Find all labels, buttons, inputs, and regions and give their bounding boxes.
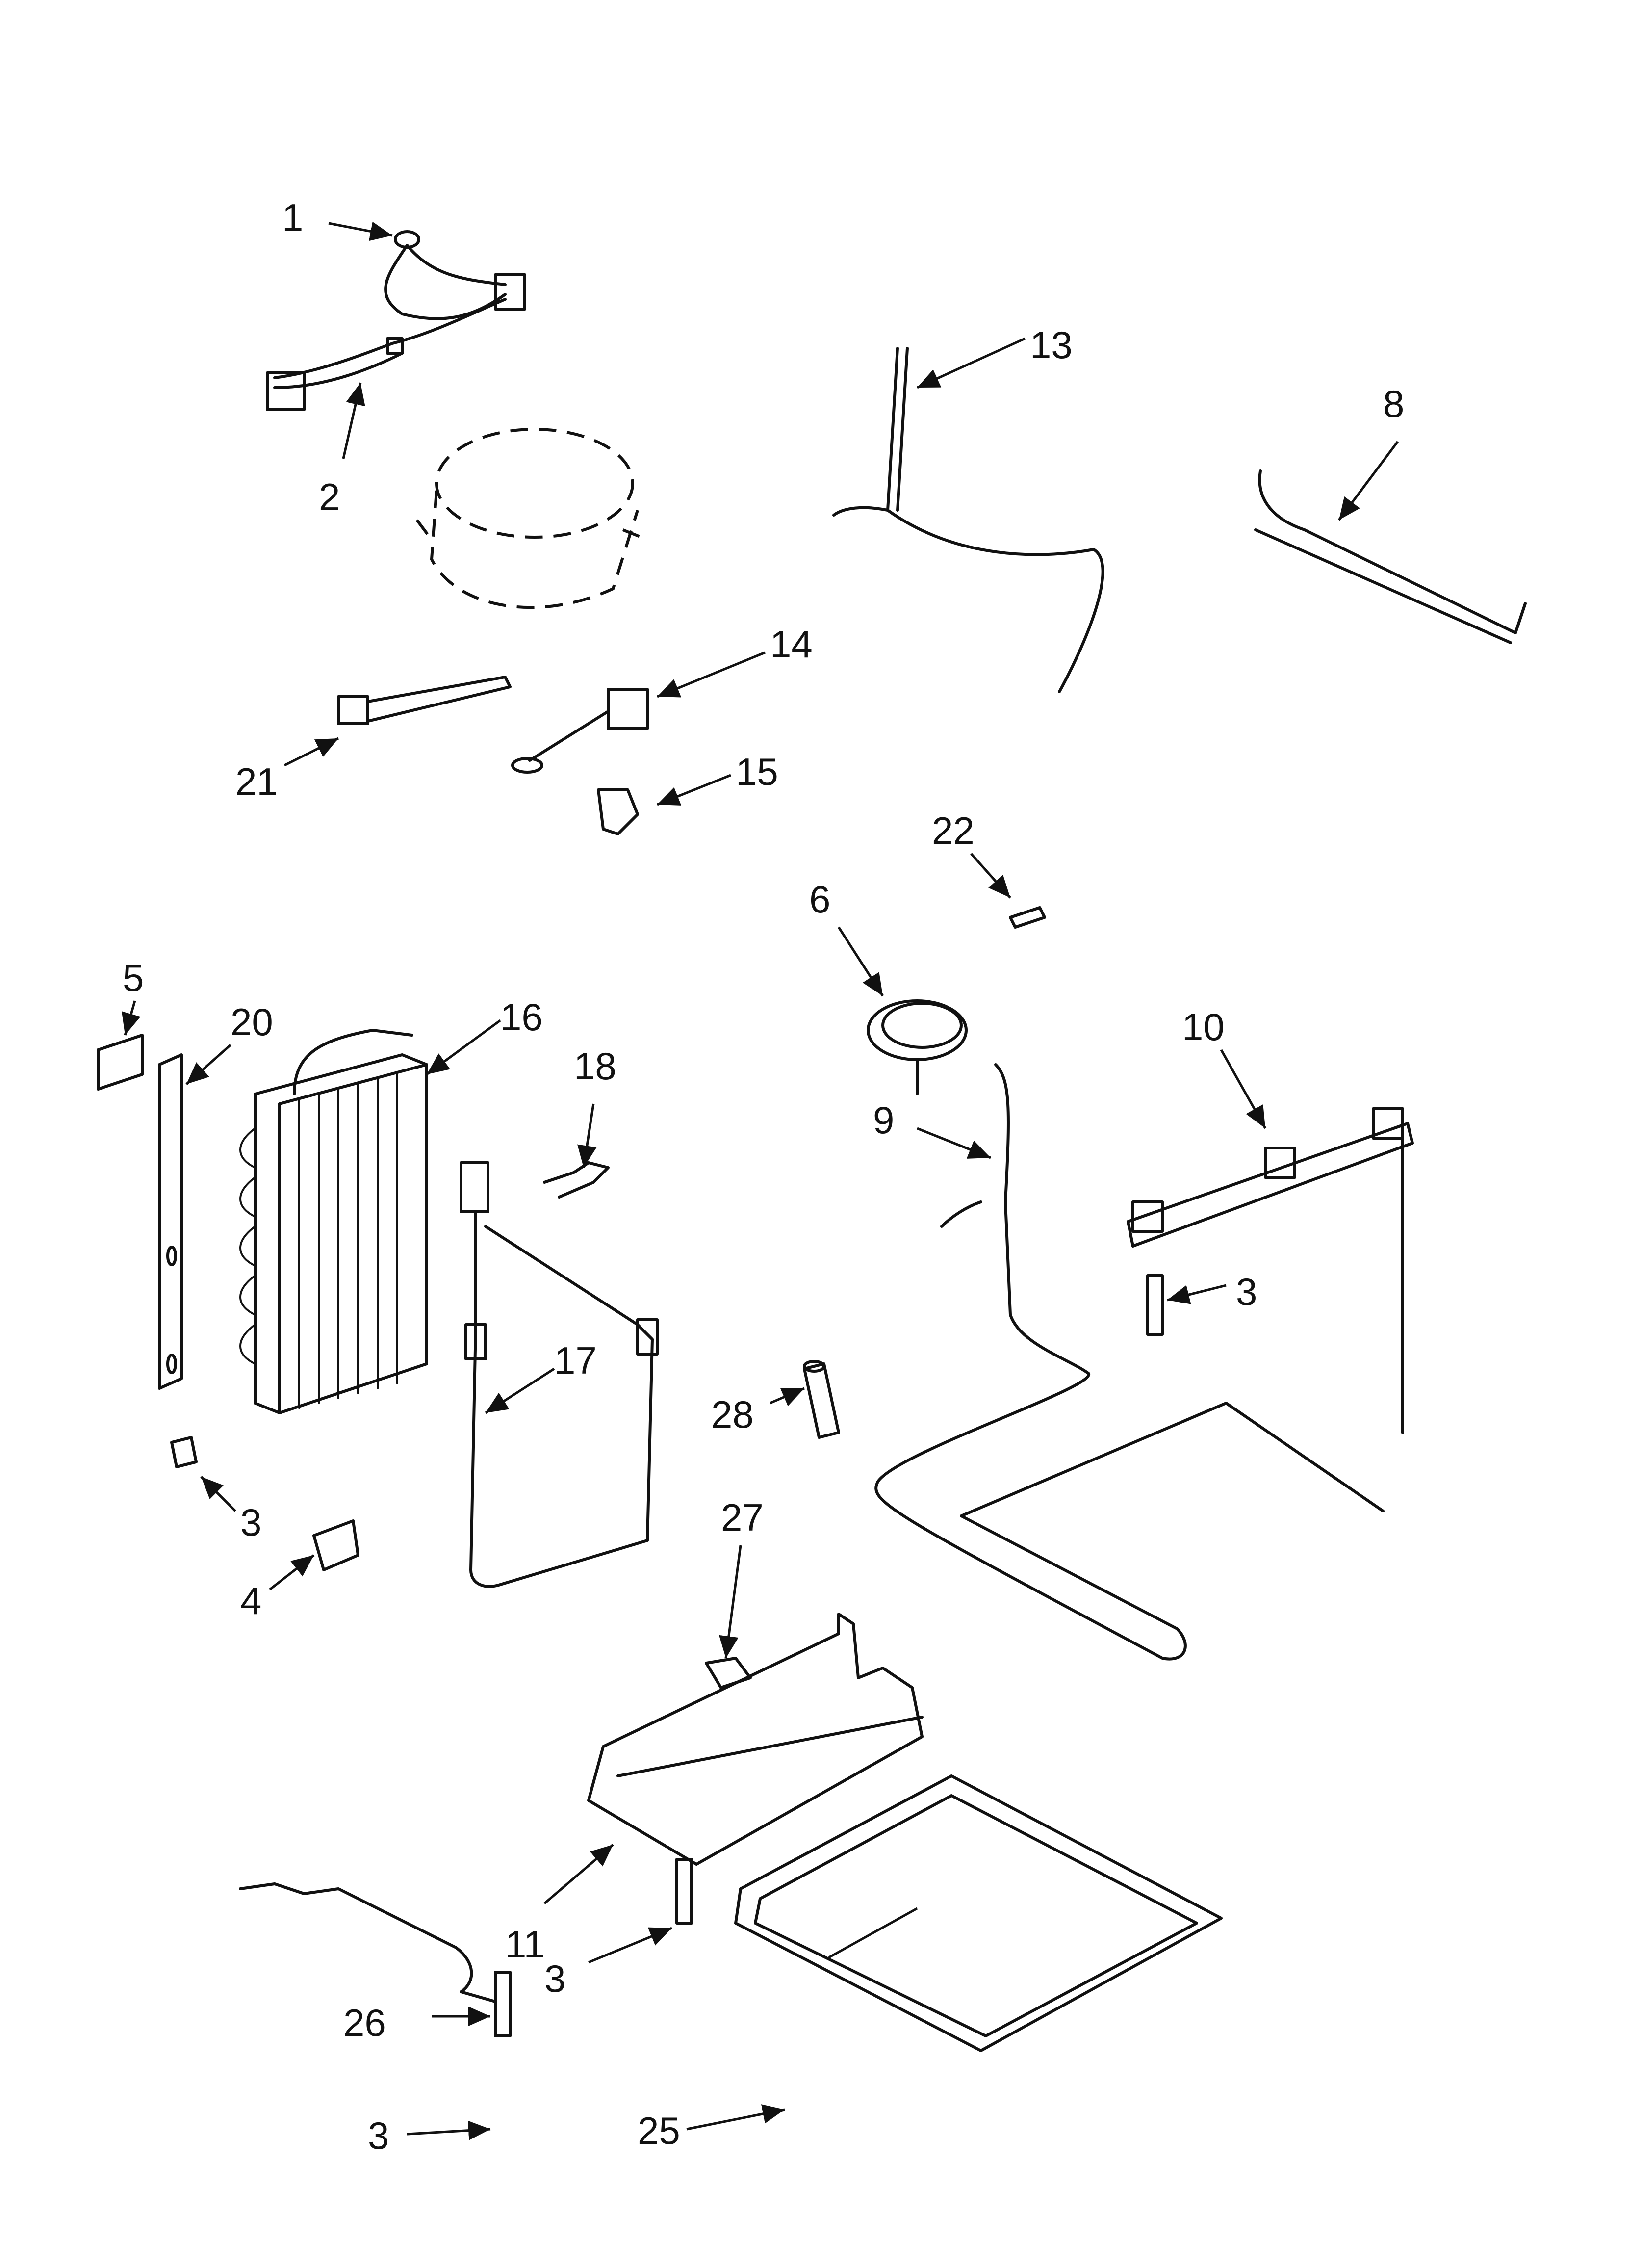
heater-clip-part <box>543 1161 610 1199</box>
screw-part <box>170 1274 1164 2037</box>
sleeve-part <box>803 1360 840 1439</box>
pan-support-part <box>587 1613 924 1866</box>
drain-clip-part <box>705 1657 752 1689</box>
callout-10: 10 <box>1182 1005 1225 1048</box>
heater-bracket-part <box>1127 1107 1414 1434</box>
small-clip-part <box>1009 906 1046 929</box>
callout-25: 25 <box>638 2109 680 2152</box>
callout-3-pan-support: 3 <box>544 1957 565 2000</box>
callout-3-evaporator: 3 <box>240 1501 261 1544</box>
heater-rod-part <box>1254 469 1527 644</box>
drain-tube-part <box>832 347 1104 693</box>
clip-part <box>597 788 639 835</box>
callout-14: 14 <box>770 623 813 666</box>
callout-20: 20 <box>231 1000 273 1043</box>
callout-13: 13 <box>1030 323 1073 366</box>
leader-lines <box>122 221 1399 2140</box>
drain-heater-part <box>874 1063 1385 1661</box>
coil-tube-part <box>867 999 968 1095</box>
wire-harness-part <box>266 230 526 411</box>
callout-labels: 1 2 13 8 14 21 15 22 6 5 20 16 18 10 9 3… <box>123 196 1404 2157</box>
callout-28: 28 <box>711 1393 754 1436</box>
callout-21: 21 <box>235 760 278 803</box>
defrost-heater-part <box>460 1161 659 1588</box>
thermistor-part <box>511 688 649 774</box>
mounting-bracket-part <box>312 1519 359 1571</box>
callout-5: 5 <box>123 956 144 999</box>
evaporator-bracket-part <box>158 1053 183 1390</box>
drain-pan-part <box>734 1774 1223 2052</box>
cable-tie-part <box>337 676 512 725</box>
callout-3-drain-bracket: 3 <box>368 2114 389 2157</box>
callout-26: 26 <box>343 2001 386 2044</box>
label-part <box>97 1034 144 1091</box>
drain-bracket-part <box>239 1882 497 2003</box>
callout-3-bracket: 3 <box>1236 1270 1257 1313</box>
callout-22: 22 <box>932 809 975 852</box>
callout-8: 8 <box>1383 382 1404 425</box>
callout-11: 11 <box>505 1923 545 1966</box>
callout-9: 9 <box>873 1098 894 1142</box>
callout-27: 27 <box>721 1496 764 1539</box>
compressor-outline <box>415 428 648 609</box>
callout-15: 15 <box>736 750 778 793</box>
evaporator-part <box>239 1029 428 1414</box>
callout-17: 17 <box>554 1339 597 1382</box>
callout-6: 6 <box>809 878 830 921</box>
callout-18: 18 <box>574 1044 616 1088</box>
callout-16: 16 <box>500 995 543 1039</box>
callout-2: 2 <box>319 475 340 519</box>
callout-4: 4 <box>240 1579 261 1622</box>
callout-1: 1 <box>282 196 303 239</box>
